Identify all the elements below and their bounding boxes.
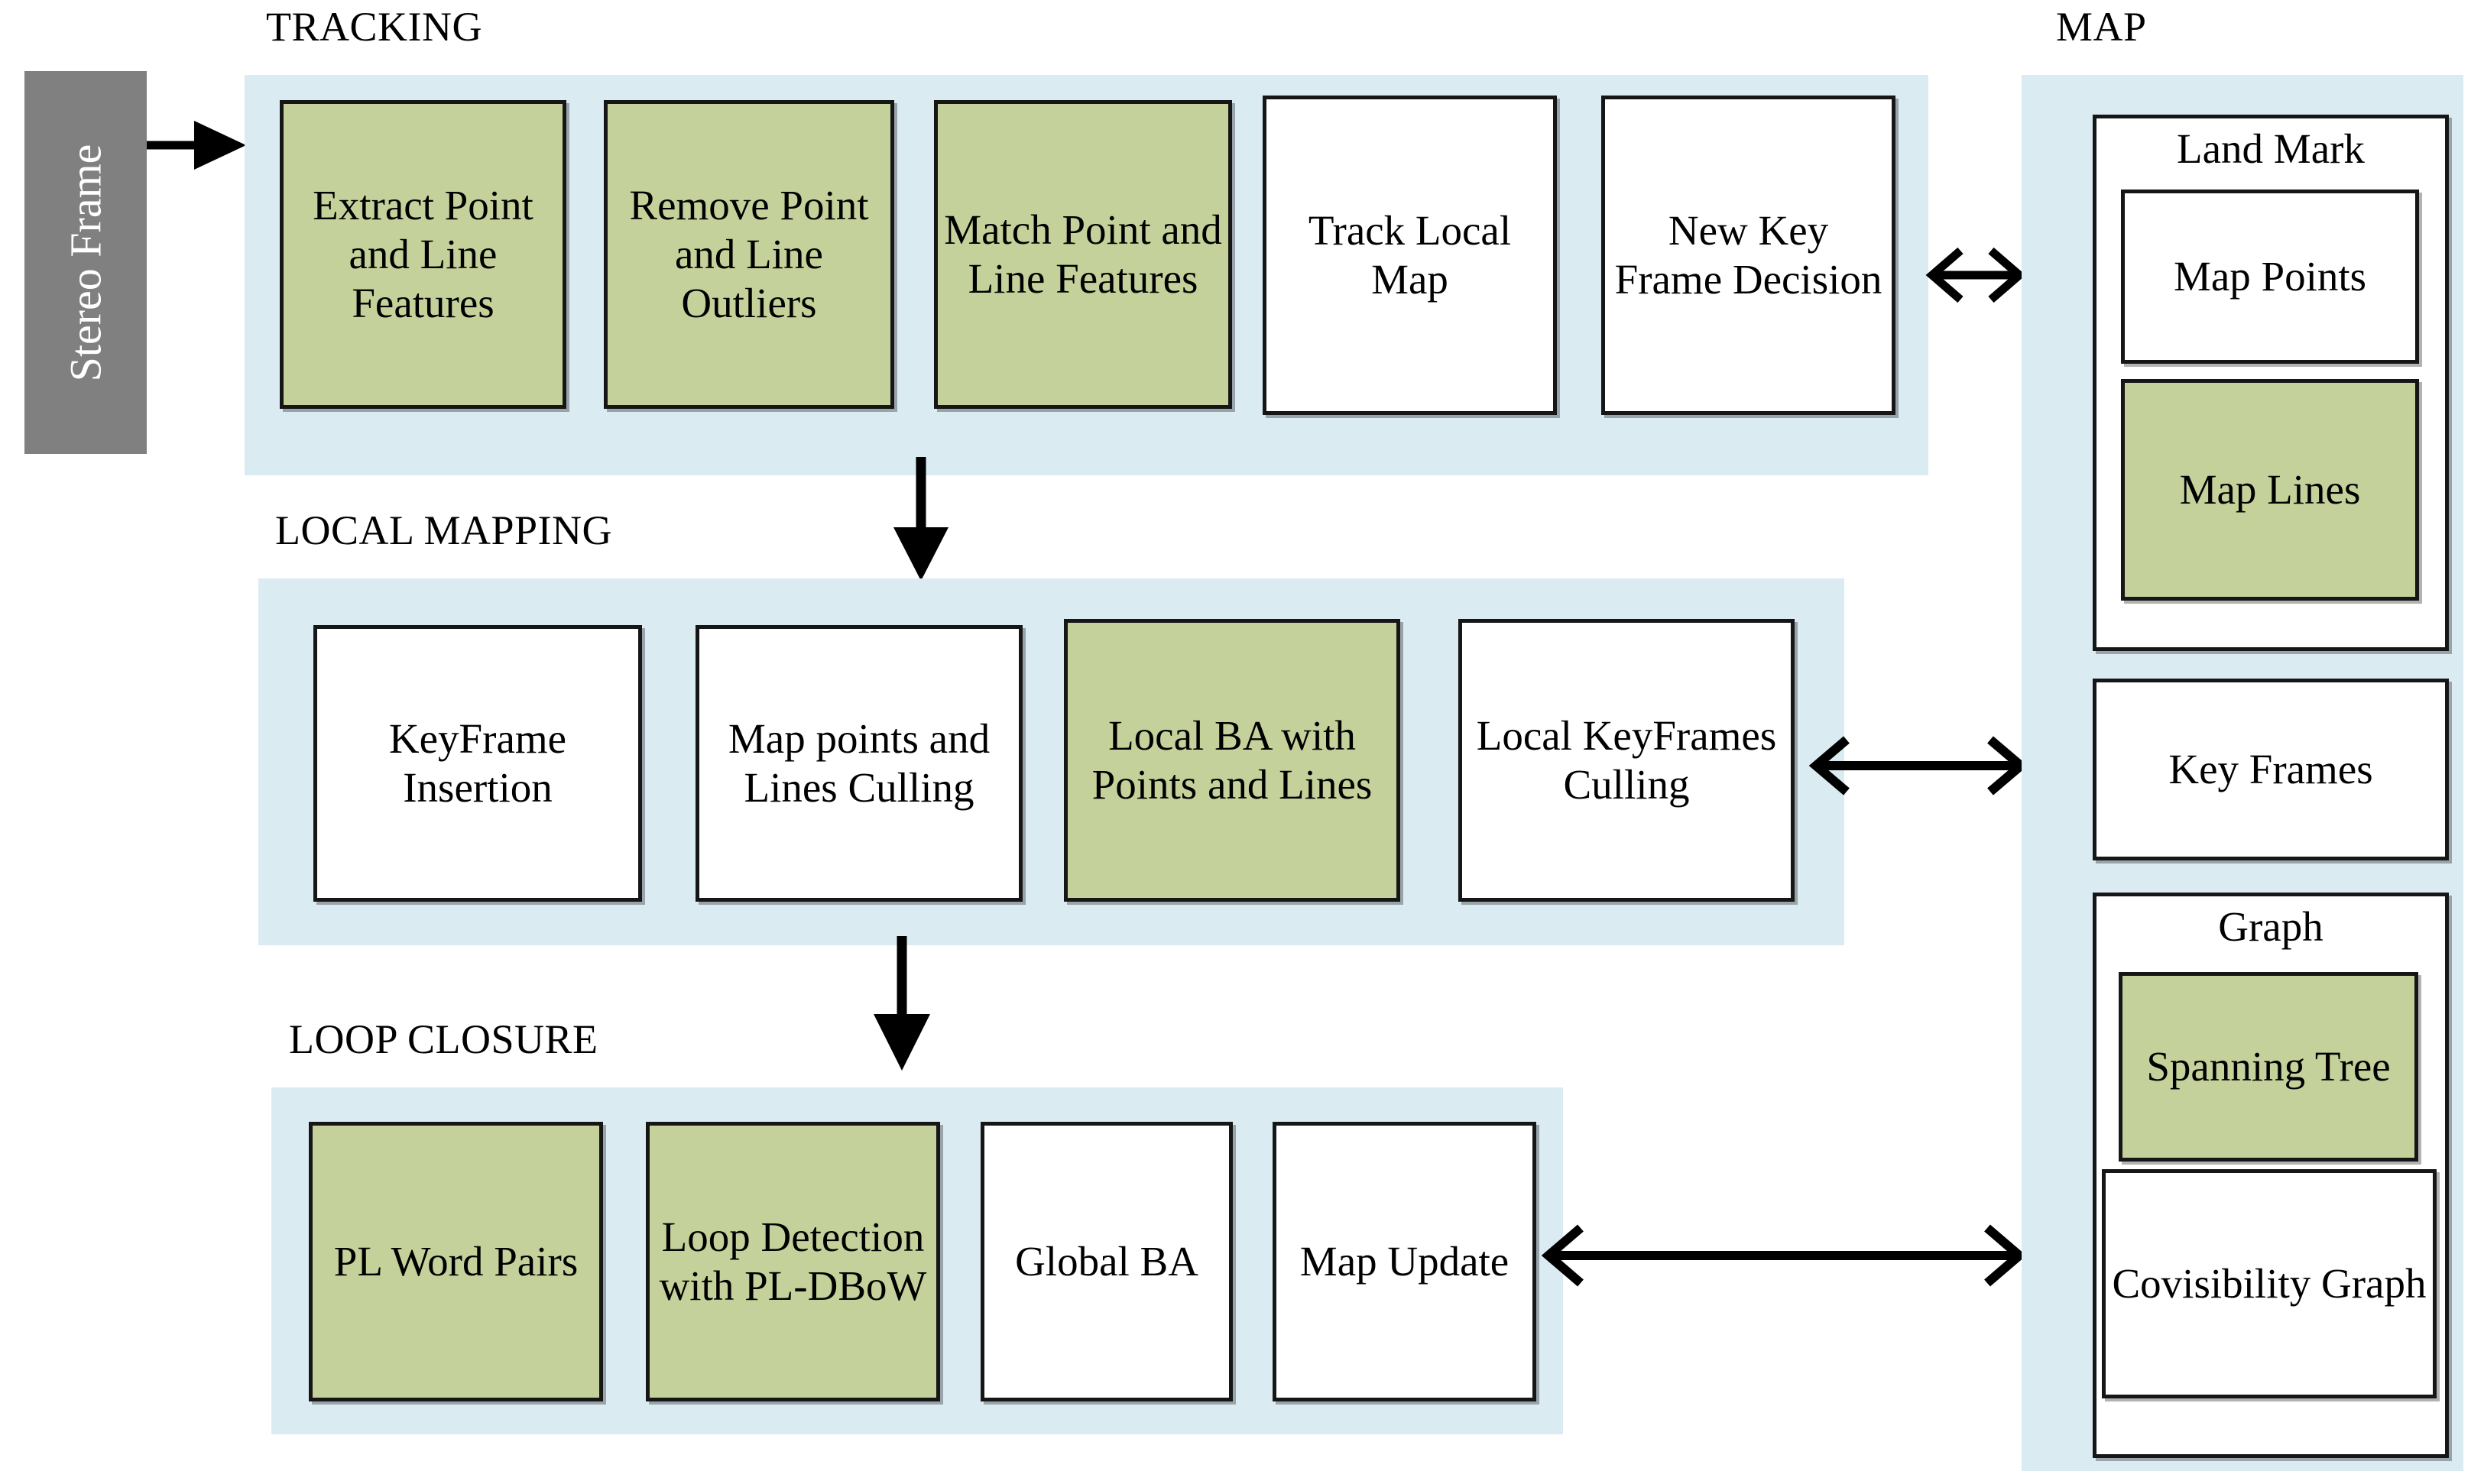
box-label: Key Frames (2168, 746, 2373, 793)
tracking-box-track-local-map[interactable]: Track Local Map (1263, 96, 1557, 415)
box-label: Extract Point and Line Features (313, 182, 533, 326)
box-label: Map Points (2173, 253, 2367, 300)
stereo-frame-input: Stereo Frame (24, 71, 147, 454)
arrow-local-mapping-to-map (1808, 727, 2028, 804)
box-label: PL Word Pairs (333, 1238, 579, 1285)
map-group-graph-heading: Graph (2218, 903, 2323, 950)
box-label: Global BA (1015, 1238, 1198, 1285)
arrow-local-mapping-to-loop-closure (864, 936, 940, 1074)
local-mapping-box-map-points-and-lines-culling[interactable]: Map points and Lines Culling (696, 625, 1023, 902)
box-label: Remove Point and Line Outliers (629, 182, 869, 326)
local-mapping-section-label: LOCAL MAPPING (275, 507, 613, 553)
box-label: Map Update (1299, 1238, 1510, 1285)
box-label: Loop Detection with PL-DBoW (659, 1213, 927, 1309)
box-label: Map Lines (2179, 466, 2361, 514)
box-label: Local KeyFrames Culling (1476, 712, 1777, 808)
loop-closure-box-loop-detection-with-pl-dbow[interactable]: Loop Detection with PL-DBoW (646, 1122, 940, 1401)
box-label: Match Point and Line Features (944, 206, 1222, 302)
tracking-box-extract-point-and-line-features[interactable]: Extract Point and Line Features (280, 100, 566, 409)
map-box-key-frames[interactable]: Key Frames (2093, 679, 2449, 860)
box-label: Local BA with Points and Lines (1091, 712, 1373, 808)
tracking-section-label: TRACKING (266, 4, 482, 50)
loop-closure-box-global-ba[interactable]: Global BA (981, 1122, 1233, 1401)
box-label: Covisibility Graph (2112, 1260, 2427, 1307)
box-label: New Key Frame Decision (1614, 207, 1882, 303)
map-box-map-lines[interactable]: Map Lines (2121, 379, 2419, 601)
map-box-spanning-tree[interactable]: Spanning Tree (2119, 972, 2418, 1162)
map-box-map-points[interactable]: Map Points (2121, 190, 2419, 364)
tracking-box-new-key-frame-decision[interactable]: New Key Frame Decision (1601, 96, 1895, 415)
map-group-land-mark-heading: Land Mark (2177, 125, 2365, 172)
box-label: Spanning Tree (2146, 1043, 2391, 1090)
local-mapping-box-local-ba-with-points-and-lines[interactable]: Local BA with Points and Lines (1064, 619, 1400, 902)
arrow-loop-closure-to-map (1541, 1217, 2027, 1294)
stereo-frame-label: Stereo Frame (60, 144, 110, 381)
local-mapping-box-keyframe-insertion[interactable]: KeyFrame Insertion (313, 625, 642, 902)
loop-closure-box-map-update[interactable]: Map Update (1273, 1122, 1536, 1401)
loop-closure-section-label: LOOP CLOSURE (289, 1016, 598, 1062)
local-mapping-box-local-keyframes-culling[interactable]: Local KeyFrames Culling (1458, 619, 1795, 902)
loop-closure-box-pl-word-pairs[interactable]: PL Word Pairs (309, 1122, 603, 1401)
box-label: KeyFrame Insertion (388, 715, 567, 811)
arrow-tracking-to-local-mapping (883, 457, 959, 583)
tracking-box-match-point-and-line-features[interactable]: Match Point and Line Features (934, 100, 1232, 409)
box-label: Track Local Map (1308, 207, 1512, 303)
map-section-label: MAP (2056, 4, 2147, 50)
arrow-stereo-to-tracking (147, 107, 254, 183)
box-label: Map points and Lines Culling (728, 715, 991, 811)
map-box-covisibility-graph[interactable]: Covisibility Graph (2102, 1169, 2437, 1398)
tracking-box-remove-point-and-line-outliers[interactable]: Remove Point and Line Outliers (604, 100, 894, 409)
arrow-tracking-to-map (1925, 237, 2026, 313)
